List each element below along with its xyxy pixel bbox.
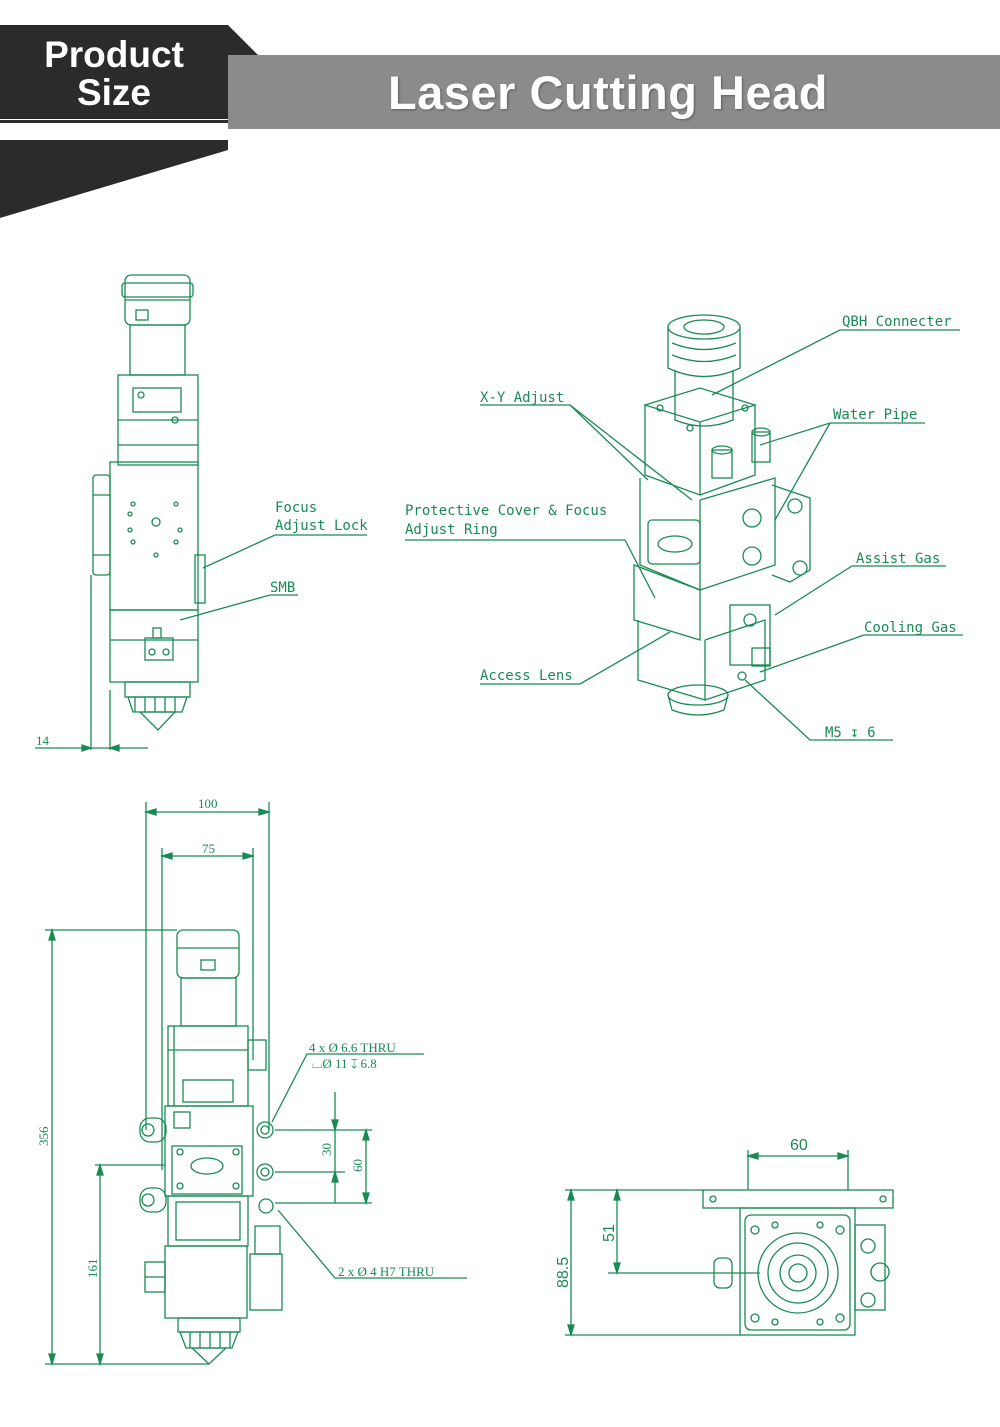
hole-note-line2: ⌴Ø 11 ↧ 6.8 — [312, 1056, 377, 1071]
dim-51: 51 — [601, 1224, 618, 1242]
label-access-lens: Access Lens — [480, 668, 573, 684]
badge-rule — [0, 120, 228, 123]
label-protective-line1: Protective Cover & Focus — [405, 503, 607, 519]
isometric-view — [405, 314, 963, 741]
label-protective-line2: Adjust Ring — [405, 522, 498, 538]
label-m5: M5 ↧ 6 — [825, 725, 876, 741]
top-view — [565, 1150, 894, 1338]
dim-88-5: 88.5 — [555, 1257, 572, 1288]
dim-161: 161 — [85, 1259, 100, 1279]
label-qbh: QBH Connecter — [842, 314, 952, 330]
header-bar — [228, 55, 1000, 129]
front-view — [45, 802, 467, 1367]
dim-356: 356 — [36, 1126, 51, 1146]
label-focus-line1: Focus — [275, 500, 317, 516]
side-view — [35, 274, 367, 752]
dim-100: 100 — [198, 796, 218, 811]
dim-14: 14 — [36, 733, 50, 748]
dim-75: 75 — [202, 841, 215, 856]
label-focus-line2: Adjust Lock — [275, 518, 368, 534]
badge-line-2: Size — [76, 72, 152, 113]
label-cooling-gas: Cooling Gas — [864, 620, 957, 636]
badge-line-1: Product — [44, 34, 184, 75]
label-smb: SMB — [270, 580, 295, 596]
label-assist-gas: Assist Gas — [856, 551, 940, 567]
page-title: Laser Cutting Head — [388, 65, 828, 119]
dim-30: 30 — [319, 1143, 334, 1156]
dim-60-top: 60 — [790, 1137, 808, 1154]
dim-60-vertical: 60 — [350, 1159, 365, 1172]
badge-background — [0, 25, 228, 119]
pin-note: 2 x Ø 4 H7 THRU — [338, 1264, 435, 1279]
label-xy-adjust: X-Y Adjust — [480, 390, 564, 406]
hole-note-line1: 4 x Ø 6.6 THRU — [309, 1040, 396, 1055]
label-water-pipe: Water Pipe — [833, 407, 917, 423]
badge-label: Product Size — [0, 36, 228, 112]
